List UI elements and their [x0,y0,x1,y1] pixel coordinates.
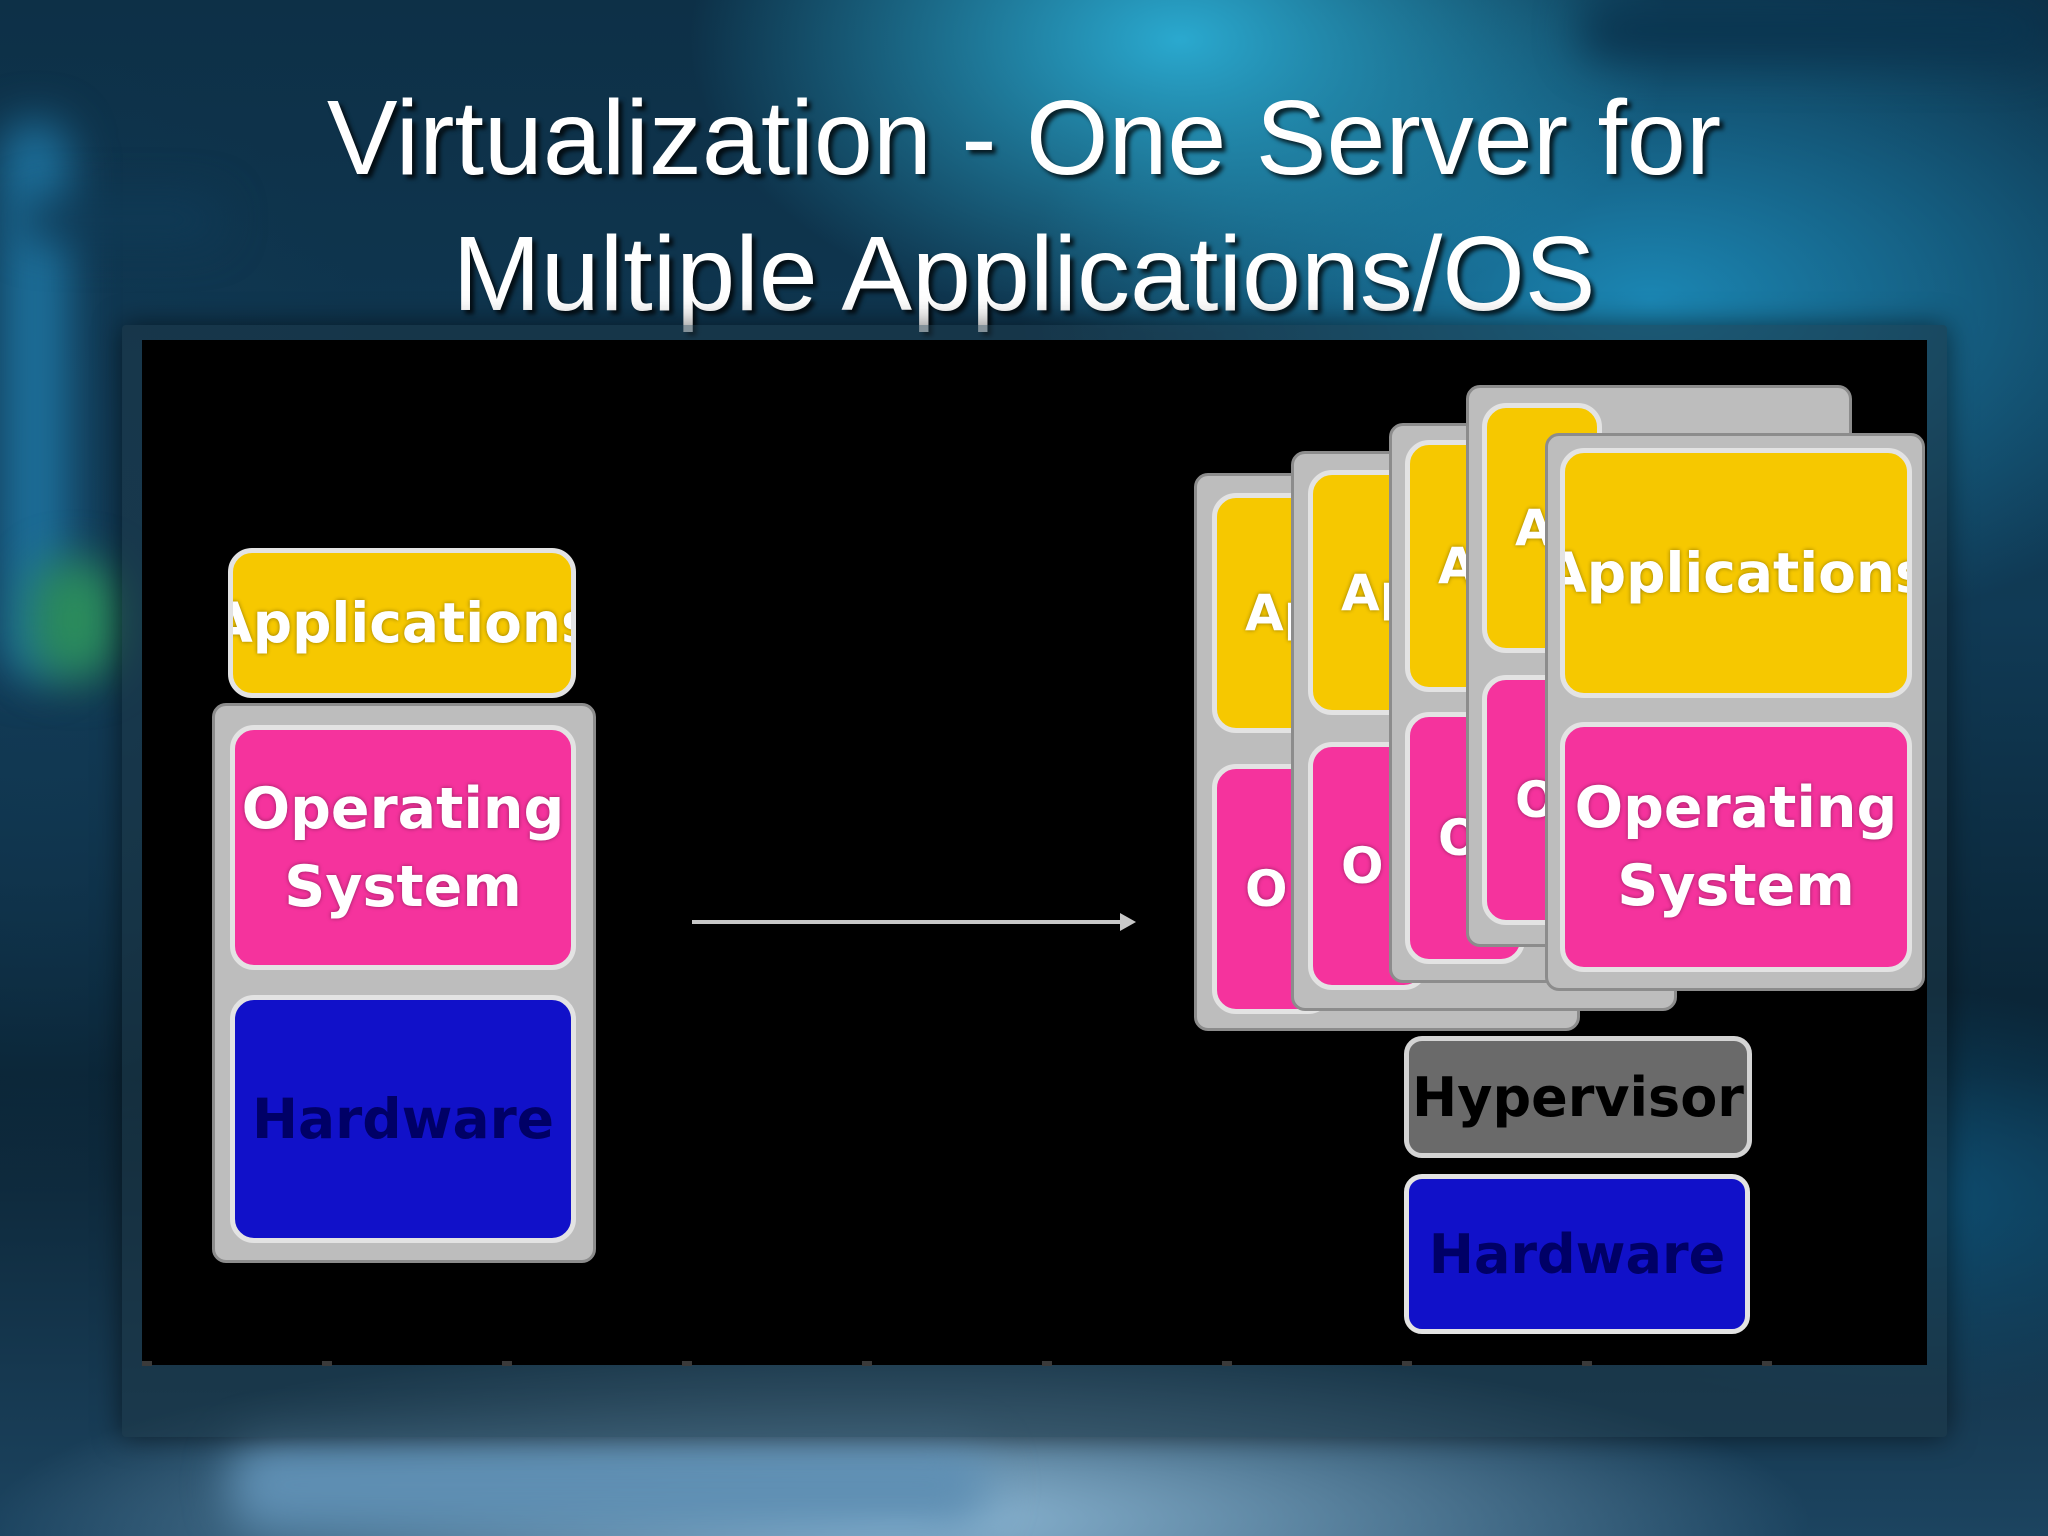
slide-title-line-2: Multiple Applications/OS [452,215,1596,333]
left-hardware-label: Hardware [252,1087,554,1151]
background-blur-shape [1580,0,2048,60]
front-vm-operating-system-box: Operating System [1560,722,1912,972]
panel-bottom-edge [142,1361,1927,1366]
background-blur-shape [20,200,220,240]
transition-arrow-line [692,920,1124,924]
background-blur-shape [30,560,120,680]
right-hardware-label: Hardware [1428,1222,1726,1286]
left-operating-system-box: Operating System [230,725,576,970]
front-vm-os-label-line-1: Operating [1574,775,1898,841]
left-applications-label: Applications [228,591,576,655]
left-os-label-line-1: Operating [241,775,565,842]
right-hardware-box: Hardware [1404,1174,1750,1334]
vm-2-os-label: O [1341,837,1384,895]
vm-1-os-label: O [1245,860,1288,918]
transition-arrow-head [1120,913,1136,931]
slide-title: Virtualization - One Server for Multiple… [0,70,2048,342]
front-vm-os-label-line-2: System [1617,853,1855,919]
left-hardware-box: Hardware [230,995,576,1243]
hypervisor-box: Hypervisor [1404,1036,1752,1158]
background-blur-shape [230,1440,990,1530]
left-applications-box: Applications [228,548,576,698]
hypervisor-label: Hypervisor [1412,1065,1744,1129]
left-os-label-line-2: System [284,853,522,920]
slide-title-line-1: Virtualization - One Server for [326,79,1722,197]
front-vm-applications-label: Applications [1560,541,1912,605]
front-vm-applications-box: Applications [1560,448,1912,698]
